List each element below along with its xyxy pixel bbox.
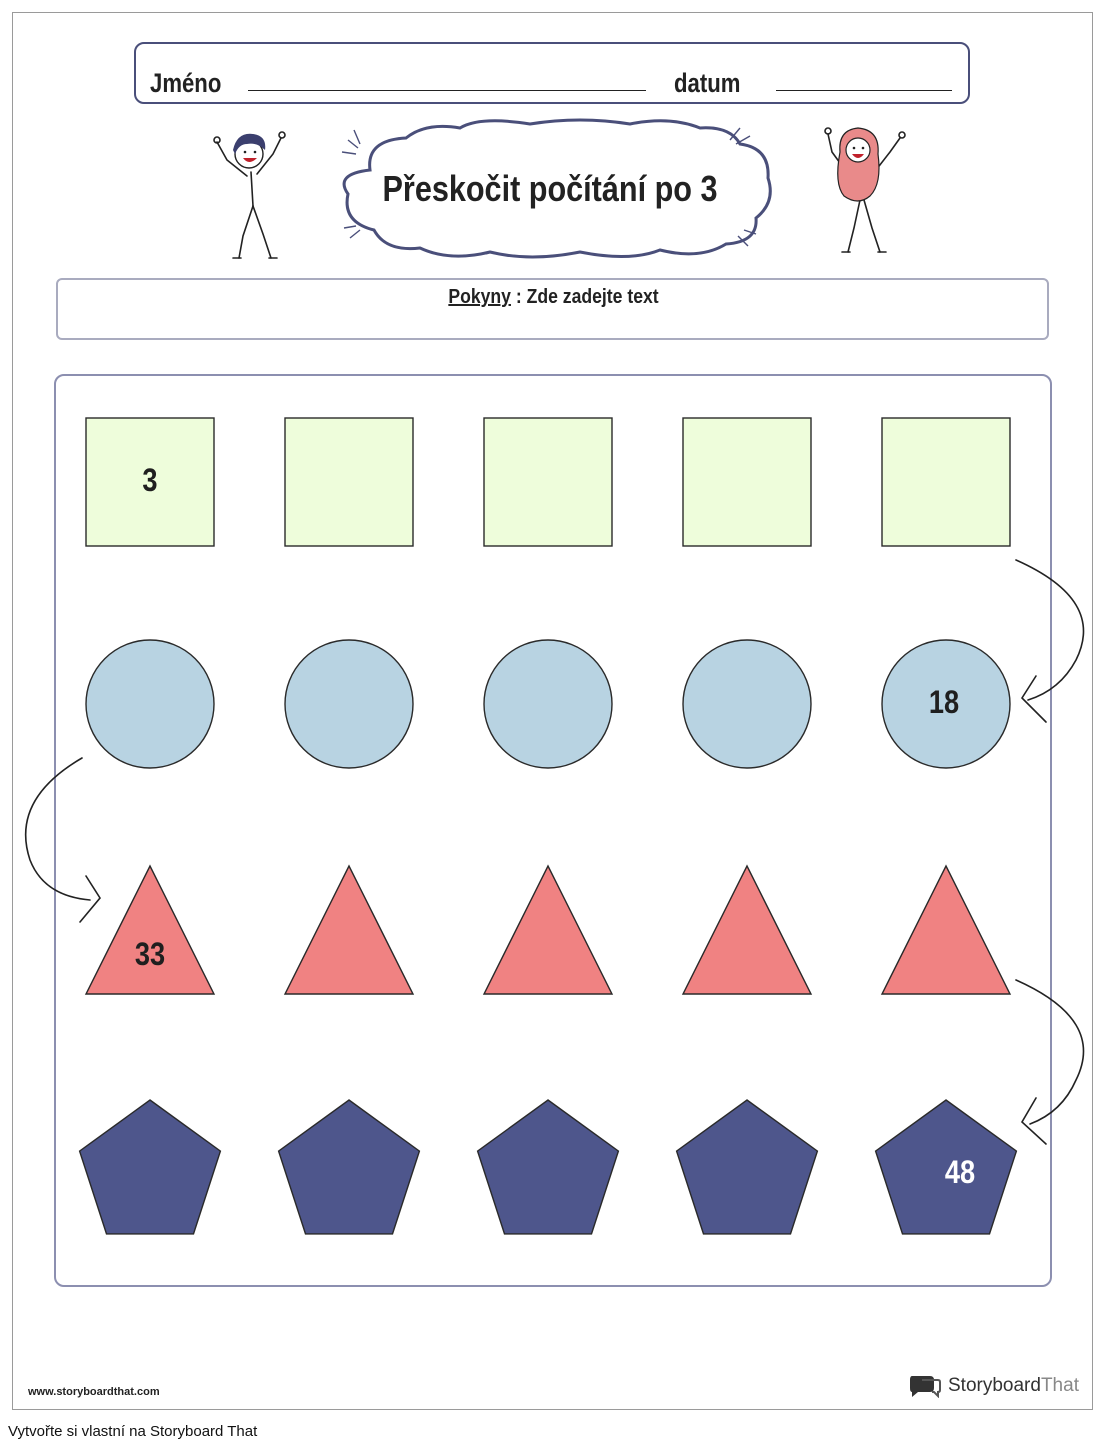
- square-r1-c2[interactable]: [284, 417, 414, 547]
- date-line[interactable]: [776, 90, 952, 91]
- shape-number-r2-c5: 18: [928, 684, 960, 720]
- triangle-r3-c3[interactable]: [482, 864, 614, 995]
- arrow-row3-to-row4: [1015, 979, 1085, 1125]
- shape-number-r3-c1: 33: [134, 936, 166, 972]
- name-line[interactable]: [248, 90, 646, 91]
- square-r1-c4[interactable]: [682, 417, 812, 547]
- triangle-r3-c4[interactable]: [681, 864, 813, 995]
- arrow-head-row2: [1020, 675, 1047, 723]
- circle-r2-c1[interactable]: [85, 639, 215, 769]
- instructions-body: Zde zadejte text: [526, 286, 659, 308]
- girl-character-icon: [824, 127, 906, 253]
- instructions-box[interactable]: [56, 278, 1049, 340]
- shape-number-r1-c1: 3: [142, 462, 158, 498]
- shapes-grid: [54, 374, 1052, 1287]
- triangle-r3-c5[interactable]: [880, 864, 1012, 995]
- name-date-box: Jméno datum: [134, 42, 970, 104]
- instructions-text: Pokyny : Zde zadejte text: [66, 286, 1040, 309]
- circle-r2-c2[interactable]: [284, 639, 414, 769]
- arrow-head-row4: [1020, 1097, 1047, 1145]
- pentagon-r4-c2[interactable]: [277, 1099, 421, 1235]
- chat-bubble-logo-icon: [910, 1376, 941, 1398]
- boy-character-icon: [213, 131, 286, 259]
- logo-main-text: Storyboard: [948, 1375, 1041, 1396]
- arrow-row2-to-row3: [24, 757, 91, 901]
- circle-r2-c5[interactable]: [881, 639, 1011, 769]
- instructions-separator: :: [510, 286, 527, 308]
- triangle-r3-c1[interactable]: [84, 864, 216, 995]
- pentagon-r4-c4[interactable]: [675, 1099, 819, 1235]
- triangle-r3-c2[interactable]: [283, 864, 415, 995]
- instructions-label: Pokyny: [448, 286, 511, 308]
- title-cloud: [341, 118, 772, 259]
- footer-url[interactable]: www.storyboardthat.com: [28, 1386, 160, 1398]
- date-label: datum: [674, 68, 741, 98]
- pentagon-r4-c5[interactable]: [874, 1099, 1018, 1235]
- pentagon-r4-c1[interactable]: [78, 1099, 222, 1235]
- storyboardthat-logo[interactable]: StoryboardThat: [908, 1374, 1079, 1398]
- create-your-own-link[interactable]: Vytvořte si vlastní na Storyboard That: [8, 1423, 258, 1440]
- pentagon-r4-c3[interactable]: [476, 1099, 620, 1235]
- logo-accent-text: That: [1040, 1375, 1079, 1396]
- circle-r2-c3[interactable]: [483, 639, 613, 769]
- name-label: Jméno: [150, 68, 222, 98]
- square-r1-c1[interactable]: [85, 417, 215, 547]
- page-title: Přeskočit počítání po 3: [382, 168, 718, 209]
- shape-number-r4-c5: 48: [944, 1154, 976, 1190]
- arrow-head-row3: [79, 875, 101, 923]
- square-r1-c3[interactable]: [483, 417, 613, 547]
- square-r1-c5[interactable]: [881, 417, 1011, 547]
- arrow-row1-to-row2: [1015, 559, 1085, 701]
- circle-r2-c4[interactable]: [682, 639, 812, 769]
